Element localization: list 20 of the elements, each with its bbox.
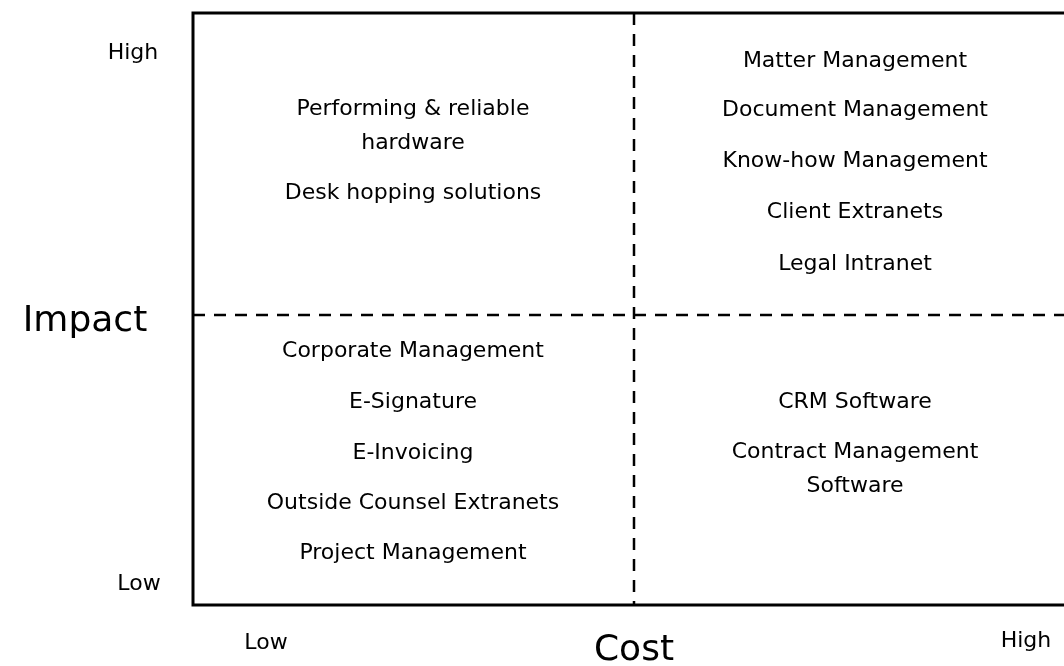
quadrant-item: Desk hopping solutions	[284, 178, 542, 206]
axis-tick-label: Low	[244, 628, 288, 656]
quadrant-item: Legal Intranet	[778, 249, 932, 277]
quadrant-item: Know-how Management	[722, 146, 988, 174]
axis-tick-label: High	[1000, 626, 1052, 654]
quadrant-item: E-Signature	[349, 387, 477, 415]
axis-tick-label: High	[107, 38, 159, 66]
axis-tick-label: Low	[117, 569, 161, 597]
quadrant-item: Contract Management Software	[730, 437, 980, 499]
axis-title: Cost	[594, 631, 674, 665]
quadrant-item: Performing & reliable hardware	[295, 94, 531, 156]
axis-title: Impact	[22, 302, 148, 336]
quadrant-item: Matter Management	[742, 46, 968, 74]
quadrant-item: E-Invoicing	[352, 438, 474, 466]
quadrant-item: Client Extranets	[766, 197, 944, 225]
quadrant-item: Document Management	[722, 95, 988, 123]
quadrant-item: CRM Software	[778, 387, 932, 415]
quadrant-item: Corporate Management	[282, 336, 544, 364]
quadrant-item: Project Management	[299, 538, 527, 566]
quadrant-item: Outside Counsel Extranets	[266, 488, 560, 516]
